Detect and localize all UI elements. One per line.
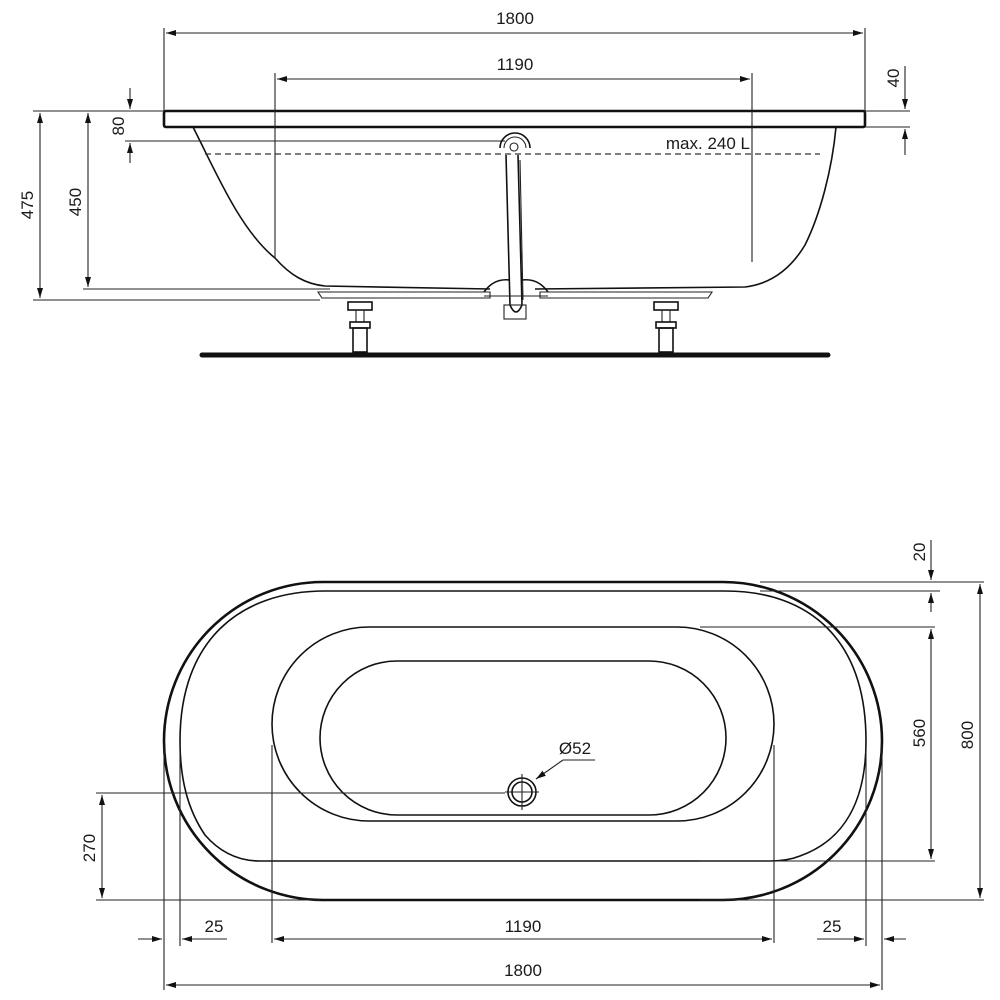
top-view: Ø52 20 560 800 270 25 1190 [80,540,984,990]
waste-overflow-assembly [483,132,549,320]
side-view: 1800 1190 40 80 450 475 max. 240 L [18,9,910,358]
tub-body-outline [192,126,837,290]
dim-side-inner-length: 1190 [497,55,534,74]
adjustable-foot-right [653,301,679,353]
tub-rim [162,109,867,129]
capacity-label: max. 240 L [666,134,750,153]
support-frame-plate [316,291,491,299]
dim-top-inner-length: 1190 [505,917,542,936]
dim-overall-width: 800 [958,721,977,749]
basin-floor-outline [319,660,727,816]
dim-rim-thickness: 40 [884,69,903,88]
dim-drain-offset: 270 [80,834,99,862]
basin-upper-outline [271,626,775,822]
drain-hole [505,759,595,810]
adjustable-foot-left [347,301,373,353]
dim-side-overall-length: 1800 [496,9,534,28]
dim-inner-width: 560 [910,719,929,747]
outer-rim-outline [162,580,884,902]
dim-rim-width: 20 [910,543,929,562]
dim-right-rim-offset: 25 [823,917,842,936]
dim-overflow-depth: 80 [109,117,128,136]
dim-total-height: 475 [18,191,37,219]
dim-top-overall-length: 1800 [504,961,542,980]
dim-inner-depth: 450 [66,188,85,216]
dim-left-rim-offset: 25 [205,917,224,936]
drain-diameter-label: Ø52 [559,739,591,758]
